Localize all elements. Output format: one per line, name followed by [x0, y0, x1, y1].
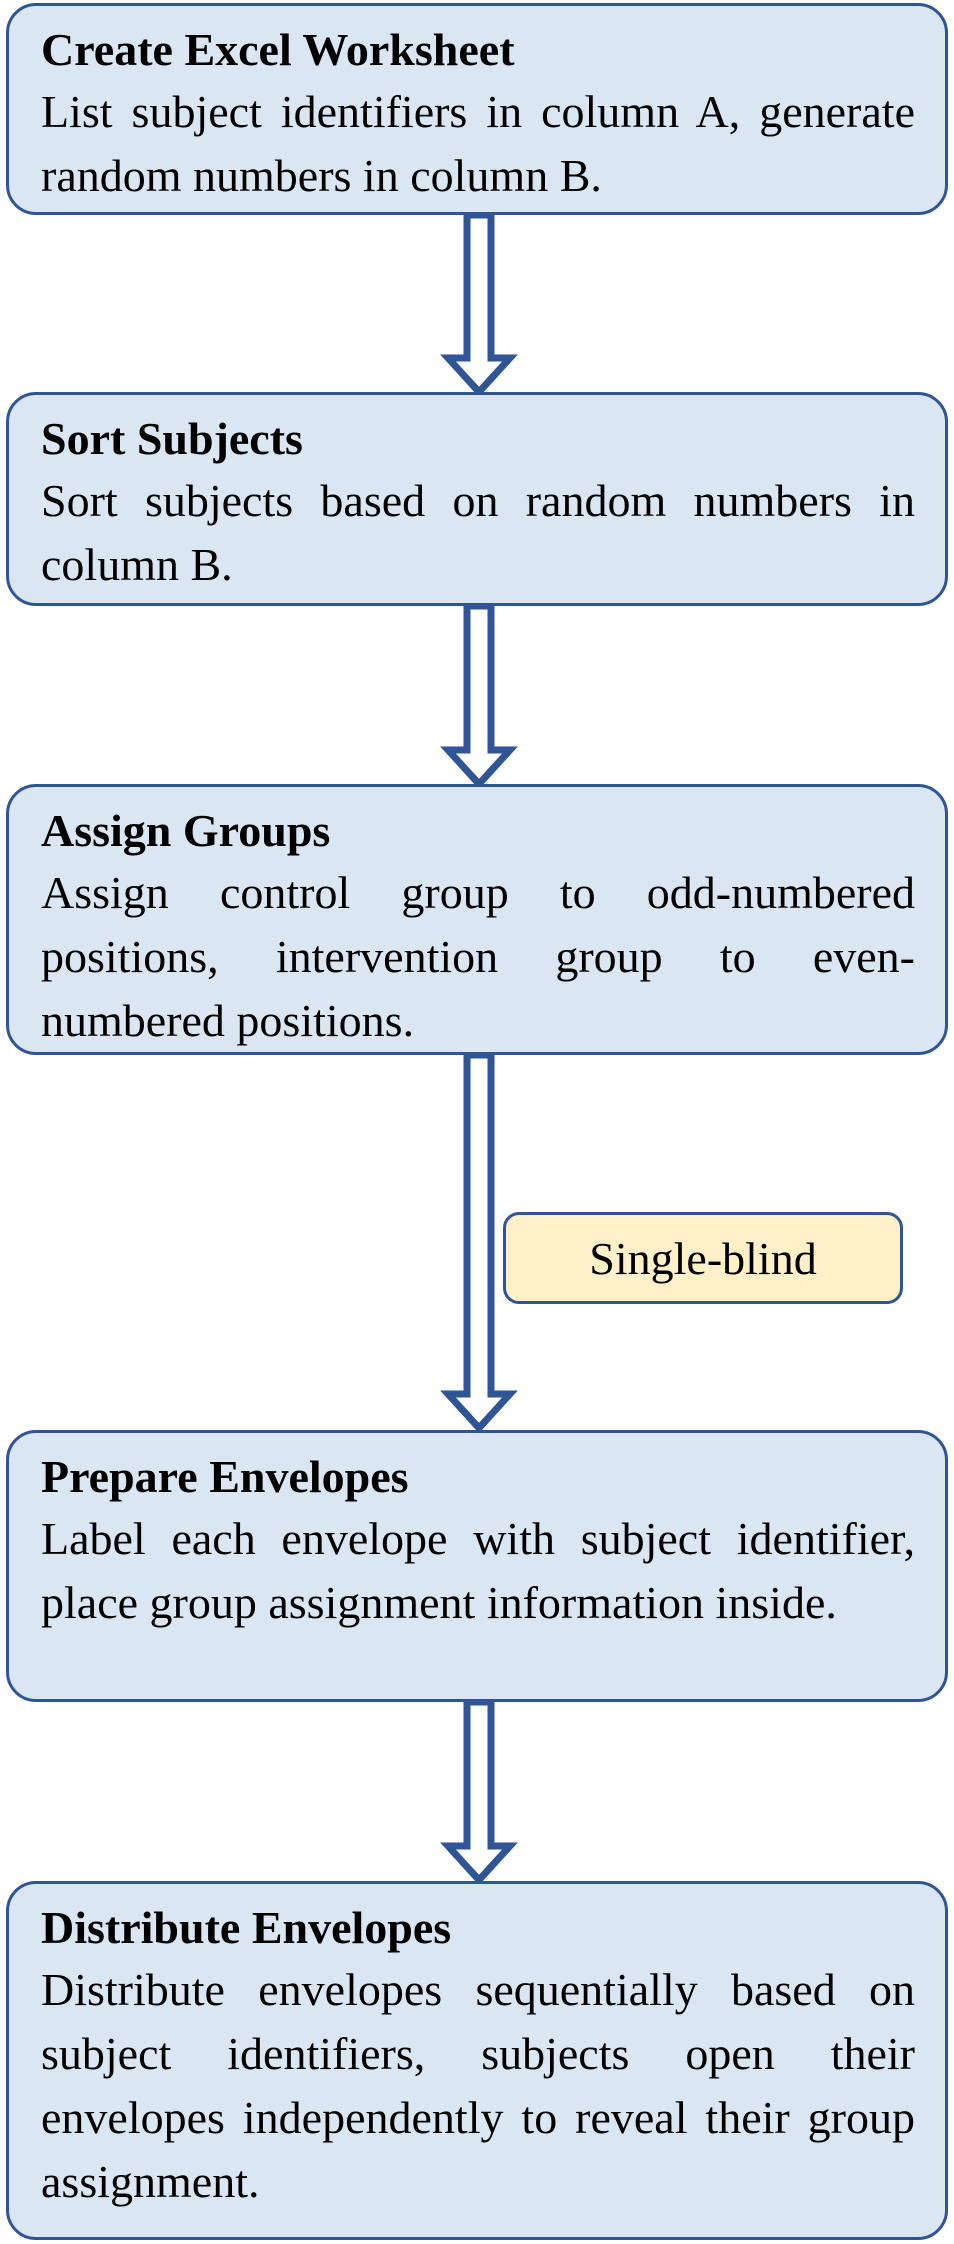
step-title: Assign Groups — [41, 805, 331, 856]
step-assign-groups: Assign Groups Assign control group to od… — [6, 784, 948, 1055]
step-sort-subjects: Sort Subjects Sort subjects based on ran… — [6, 392, 948, 606]
step-description: Distribute envelopes sequentially based … — [41, 1964, 915, 2207]
step-description: Sort subjects based on random numbers in… — [41, 475, 915, 590]
step-create-excel-worksheet: Create Excel Worksheet List subject iden… — [6, 3, 948, 215]
arrow-4 — [440, 1698, 518, 1886]
step-title: Prepare Envelopes — [41, 1451, 409, 1502]
step-title: Distribute Envelopes — [41, 1902, 452, 1953]
step-title: Sort Subjects — [41, 413, 303, 464]
arrow-3 — [440, 1051, 518, 1434]
step-description: Assign control group to odd-numbered pos… — [41, 867, 915, 1046]
single-blind-note: Single-blind — [503, 1212, 903, 1304]
arrow-2 — [440, 602, 518, 790]
step-description: Label each envelope with subject identif… — [41, 1513, 915, 1628]
step-distribute-envelopes: Distribute Envelopes Distribute envelope… — [6, 1881, 948, 2240]
step-description: List subject identifiers in column A, ge… — [41, 86, 915, 201]
step-title: Create Excel Worksheet — [41, 24, 515, 75]
step-prepare-envelopes: Prepare Envelopes Label each envelope wi… — [6, 1430, 948, 1702]
arrow-1 — [440, 211, 518, 398]
